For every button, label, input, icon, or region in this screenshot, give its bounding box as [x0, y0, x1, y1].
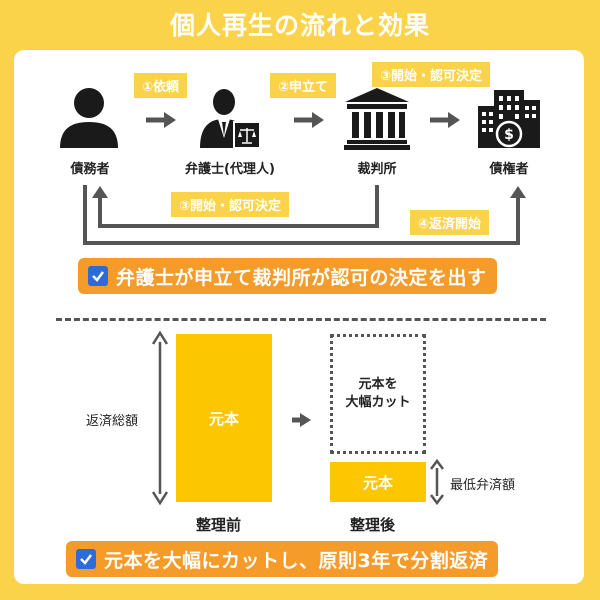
before-label: 整理前 — [196, 516, 242, 534]
lawyer-icon — [200, 89, 261, 149]
bar-principal-after-label: 元本 — [362, 473, 393, 492]
bar-principal-before: 元本 — [176, 334, 272, 502]
bar-principal-before-label: 元本 — [208, 409, 239, 428]
arrow-debtor-to-lawyer — [146, 112, 176, 128]
page-title: 個人再生の流れと効果 — [169, 11, 430, 40]
cut-text-line2: 大幅カット — [345, 395, 411, 410]
tag-repayment-start: ④返済開始 — [410, 210, 490, 235]
minimum-amount-double-arrow — [430, 458, 444, 506]
svg-text:$: $ — [504, 127, 514, 143]
arrowhead-up-creditor — [510, 186, 526, 198]
arrow-lawyer-to-court — [294, 112, 324, 128]
minimum-repayment-label: 最低弁済額 — [450, 478, 516, 493]
before-to-after-arrow — [292, 413, 311, 427]
node-label-debtor: 債務者 — [70, 162, 110, 177]
banner-court-approval-text: 弁護士が申立て裁判所が認可の決定を出す — [116, 266, 487, 289]
line-debtor-to-creditor — [83, 185, 520, 245]
bar-principal-after: 元本 — [330, 462, 426, 502]
node-label-creditor: 債権者 — [489, 162, 529, 177]
person-icon — [60, 88, 118, 148]
banner-principal-cut-text: 元本を大幅にカットし、原則3年で分割返済 — [104, 549, 489, 572]
courthouse-icon — [344, 88, 410, 150]
bank-building-icon: $ — [478, 90, 540, 148]
checkbox-icon — [88, 266, 108, 286]
after-label: 整理後 — [350, 516, 396, 534]
arrow-court-to-creditor — [430, 112, 460, 128]
banner-court-approval: 弁護士が申立て裁判所が認可の決定を出す — [78, 258, 497, 294]
node-label-lawyer: 弁護士(代理人) — [185, 162, 275, 177]
tag-filing: ②申立て — [270, 73, 337, 98]
banner-principal-cut: 元本を大幅にカットし、原則3年で分割返済 — [66, 541, 499, 577]
total-amount-double-arrow — [151, 330, 169, 506]
line-court-to-debtor — [98, 185, 379, 228]
checkbox-icon — [76, 549, 96, 569]
arrowhead-up-debtor-inner — [92, 186, 108, 198]
section-divider — [56, 318, 546, 321]
cut-text-line1: 元本を — [358, 377, 398, 392]
total-repayment-label: 返済総額 — [86, 414, 139, 429]
tag-request: ①依頼 — [134, 73, 188, 98]
tag-start-approval-top: ③開始・認可決定 — [372, 62, 491, 87]
bar-principal-cut: 元本を 大幅カット — [330, 334, 426, 454]
tag-start-approval-bottom: ③開始・認可決定 — [171, 192, 290, 217]
node-label-court: 裁判所 — [357, 162, 397, 177]
